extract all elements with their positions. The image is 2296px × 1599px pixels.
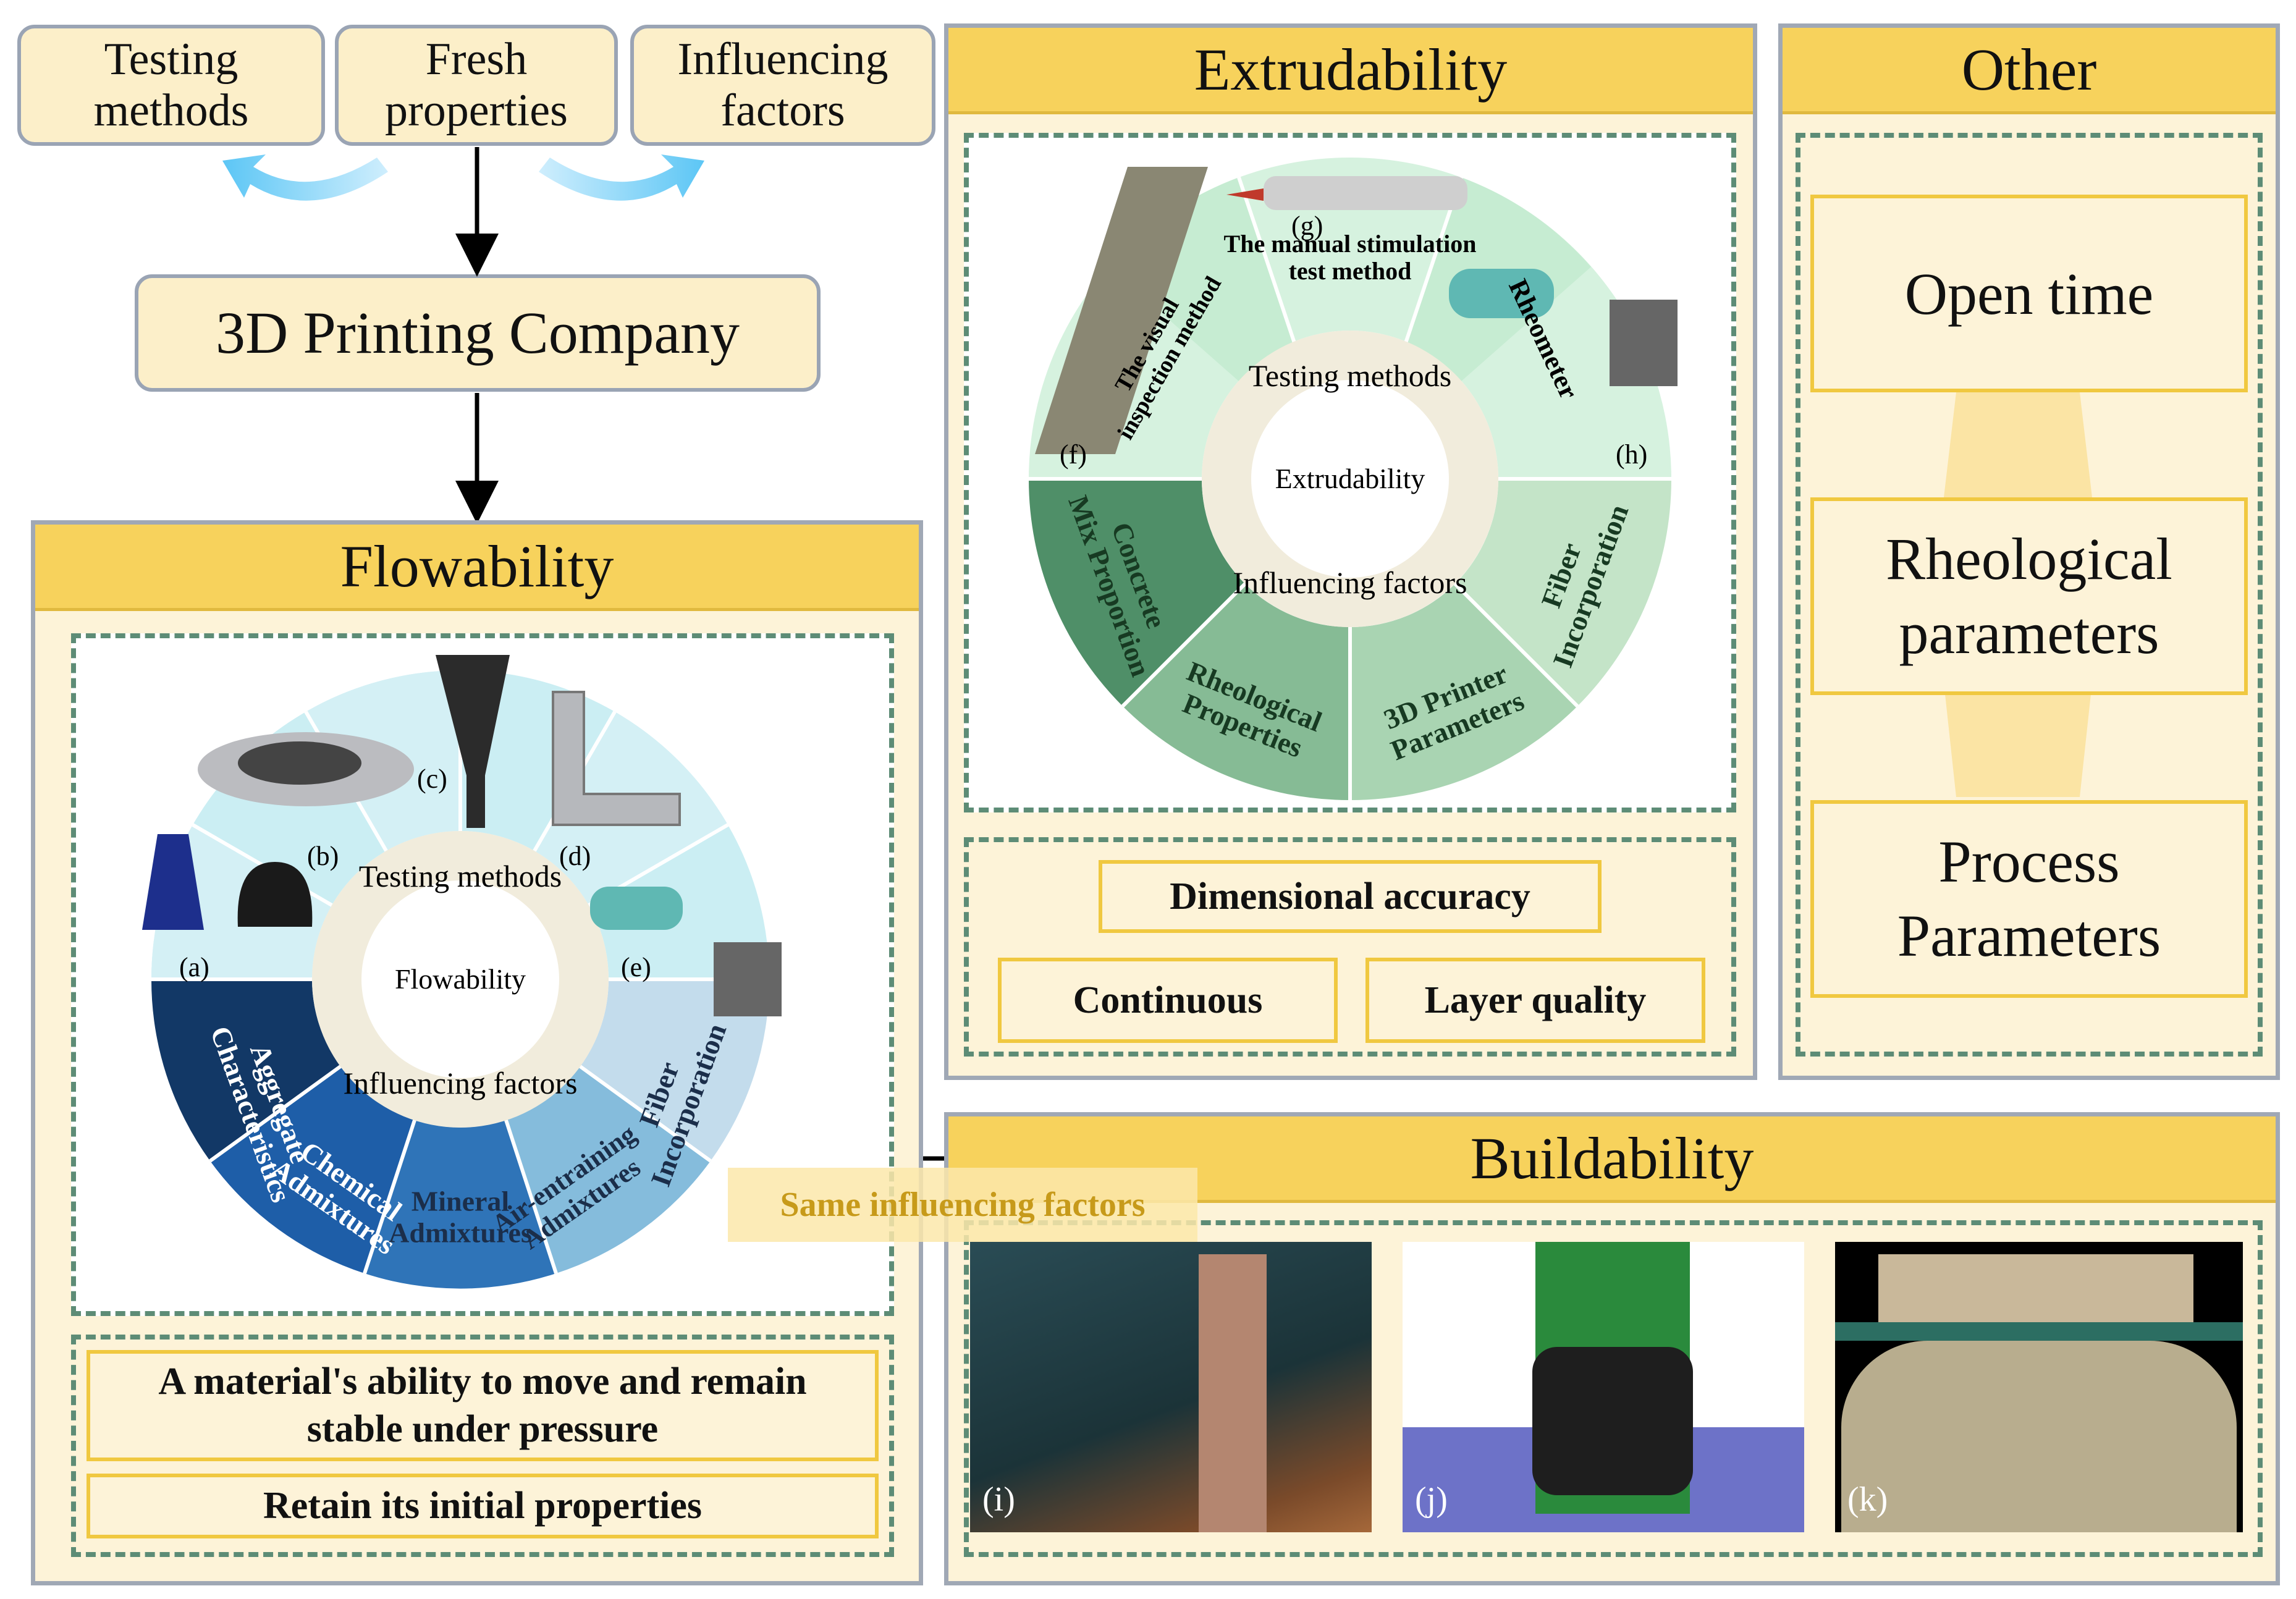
extrudability-header: Extrudability (948, 28, 1753, 114)
photo-k (1835, 1242, 2243, 1532)
open-time-text: Open time (1904, 260, 2154, 327)
definition-2-box: Retain its initial properties (87, 1474, 879, 1538)
process-parameters-text: Process Parameters (1897, 829, 2161, 969)
extr-rheometer-icon (1449, 269, 1554, 318)
extr-ring-testing: Testing methods (1249, 358, 1451, 393)
buildability-frame (964, 1220, 2263, 1557)
printed-sample-icon (1532, 1347, 1693, 1495)
label-a: (a) (179, 952, 209, 982)
definition-2-text: Retain its initial properties (263, 1485, 703, 1527)
dimensional-accuracy-text: Dimensional accuracy (1170, 875, 1530, 918)
label-j: (j) (1415, 1480, 1448, 1519)
extr-center-label: Extrudability (1275, 463, 1425, 494)
photo-j (1403, 1242, 1804, 1532)
fresh-properties-box: Fresh properties (335, 25, 618, 146)
label-d: (d) (559, 841, 591, 871)
company-text: 3D Printing Company (215, 300, 740, 366)
same-factors-tag: Same influencing factors (728, 1168, 1197, 1242)
extrudability-criteria-frame (964, 837, 1736, 1057)
buildability-title: Buildability (1470, 1125, 1754, 1191)
label-f: (f) (1060, 439, 1087, 470)
label-b: (b) (307, 841, 339, 871)
other-frame (1796, 133, 2263, 1057)
caulking-gun-icon (1264, 176, 1467, 210)
process-parameters-box: Process Parameters (1810, 800, 2248, 998)
v-funnel-icon (436, 655, 510, 828)
flow-factor-air (506, 1066, 711, 1273)
rheological-parameters-box: Rheological parameters (1810, 497, 2248, 695)
flowability-wheel: (a) (b) (c) (d) (e) Flowability Testing … (142, 655, 782, 1289)
rheometer-container-icon (714, 942, 782, 1016)
flow-factor-mineral (365, 1120, 556, 1289)
definition-1-box: A material's ability to move and remain … (87, 1350, 879, 1461)
continuous-box: Continuous (998, 958, 1338, 1043)
layer-quality-text: Layer quality (1424, 979, 1647, 1021)
label-h: (h) (1616, 439, 1647, 470)
flow-factor-fiber (580, 979, 770, 1161)
flowability-title: Flowability (340, 533, 614, 599)
ruler-icon (1199, 1254, 1267, 1532)
open-time-box: Open time (1810, 195, 2248, 392)
glass-plate-icon (1835, 1322, 2243, 1341)
same-factors-text: Same influencing factors (780, 1186, 1146, 1224)
testing-methods-text: Testing methods (93, 34, 249, 136)
continuous-text: Continuous (1073, 979, 1263, 1021)
rheological-parameters-text: Rheological parameters (1886, 526, 2172, 666)
printed-cylinder-icon (1841, 1341, 2237, 1532)
flow-center-label: Flowability (395, 963, 526, 995)
extrudability-title: Extrudability (1194, 36, 1508, 103)
extr-ring-influencing: Influencing factors (1233, 565, 1467, 600)
label-e: (e) (621, 952, 651, 982)
l-box-icon (552, 691, 681, 826)
flow-factor-aggregate (151, 979, 340, 1161)
curved-arrow-left-icon (222, 154, 388, 201)
block-weight-icon (1878, 1254, 2193, 1322)
photo-i (970, 1242, 1372, 1532)
influencing-factors-box: Influencing factors (630, 25, 935, 146)
extr-factor-mix (1028, 479, 1245, 706)
label-c: (c) (417, 764, 447, 794)
other-connectors (1944, 392, 2092, 797)
slump-sample-icon (237, 862, 313, 927)
other-header: Other (1783, 28, 2276, 114)
extr-factor-rheology (1123, 584, 1350, 801)
extr-factor-printer (1350, 584, 1577, 801)
influencing-factors-text: Influencing factors (677, 34, 888, 136)
label-g: (g) (1291, 211, 1323, 241)
extr-rheometer-container-icon (1610, 300, 1678, 386)
flow-factor-chemical (210, 1066, 415, 1273)
flowability-header: Flowability (35, 525, 919, 611)
extr-factor-fiber (1455, 479, 1672, 706)
flow-ring-testing: Testing methods (359, 859, 562, 893)
label-i: (i) (982, 1480, 1015, 1519)
company-box: 3D Printing Company (135, 274, 821, 392)
fresh-properties-text: Fresh properties (385, 34, 568, 136)
slump-cone-icon (142, 834, 204, 930)
curved-arrow-right-icon (539, 154, 704, 201)
layer-quality-box: Layer quality (1365, 958, 1705, 1043)
visual-inspection-sample-icon (1035, 167, 1208, 454)
label-k: (k) (1847, 1480, 1888, 1519)
rheometer-icon (590, 887, 683, 930)
flowability-definition-frame (71, 1335, 894, 1557)
flow-ring-influencing: Influencing factors (343, 1066, 577, 1100)
definition-1-text: A material's ability to move and remain … (158, 1360, 807, 1451)
testing-methods-box: Testing methods (17, 25, 325, 146)
dimensional-accuracy-box: Dimensional accuracy (1099, 860, 1602, 933)
other-title: Other (1961, 36, 2097, 103)
